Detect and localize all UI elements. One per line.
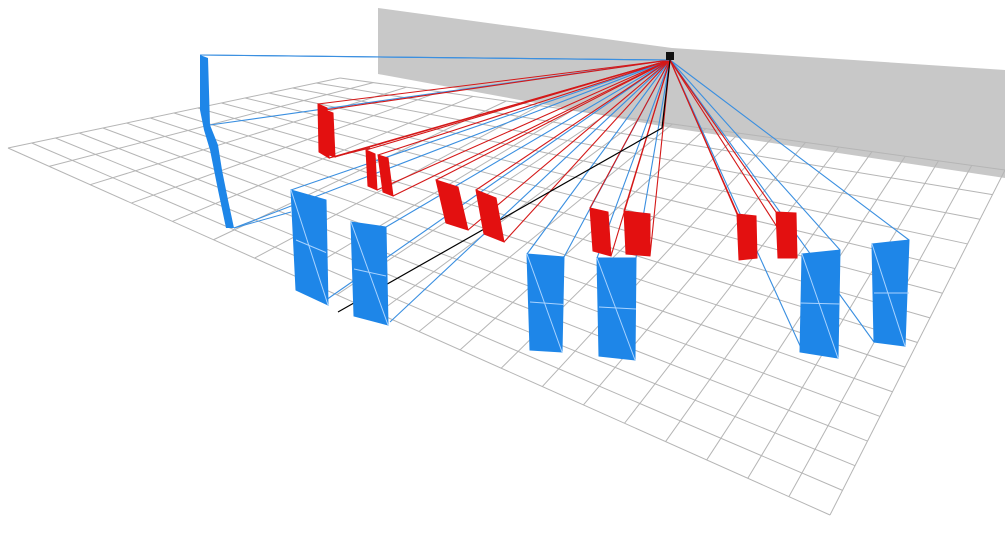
red-panel — [377, 154, 394, 197]
black-square-icon — [666, 52, 674, 60]
grid-line — [665, 151, 873, 442]
blue-ray — [290, 59, 671, 191]
red-ray — [503, 59, 671, 243]
red-ray — [376, 59, 671, 191]
red-panel — [589, 207, 612, 257]
blue-ray — [669, 59, 910, 241]
panel-hatch — [598, 306, 637, 310]
red-panel — [623, 210, 651, 257]
panel-hatch — [529, 301, 565, 305]
grid-line — [747, 160, 939, 479]
grid-line — [131, 91, 440, 204]
blue-panel — [200, 55, 234, 228]
blue-ray — [389, 59, 671, 323]
red-ray — [324, 59, 671, 111]
red-panel — [435, 179, 469, 231]
blue-connector — [233, 211, 292, 229]
panel-hatch — [596, 257, 636, 361]
grid-line — [583, 142, 806, 406]
red-ray — [317, 59, 671, 105]
blue-ray — [526, 59, 671, 255]
red-ray — [623, 59, 671, 212]
axis-line — [337, 59, 671, 313]
red-ray — [475, 59, 671, 191]
red-ray — [669, 59, 798, 259]
red-connector — [328, 147, 371, 159]
red-ray — [365, 59, 671, 151]
red-panel — [736, 213, 758, 261]
grid-line — [624, 146, 840, 424]
panel-hatch — [350, 221, 389, 326]
blue-ray — [669, 59, 841, 251]
red-panel — [324, 109, 336, 158]
grid-line — [829, 169, 1005, 516]
blue-ray — [669, 59, 875, 343]
source-point — [666, 52, 674, 60]
panel-hatch — [295, 239, 327, 253]
grid-line — [90, 86, 407, 186]
panel-hatch — [871, 243, 906, 347]
red-ray — [589, 59, 671, 209]
blue-ray — [669, 59, 803, 351]
floor-grid — [7, 77, 1005, 516]
red-ray — [435, 59, 671, 181]
grid-line — [295, 109, 574, 277]
red-ray — [377, 59, 671, 156]
panel-hatch — [353, 268, 387, 277]
grid-line — [459, 128, 707, 351]
grid-line — [377, 118, 640, 314]
red-ray — [392, 59, 671, 197]
blue-frame-line — [199, 54, 671, 61]
grid-line — [7, 77, 341, 149]
red-ray — [669, 59, 777, 213]
panel-hatch — [290, 189, 329, 306]
panel-hatch — [799, 302, 841, 305]
red-panel — [775, 211, 798, 259]
blue-ray — [385, 59, 671, 228]
grid-line — [541, 137, 773, 387]
panels — [200, 55, 910, 361]
red-panel — [475, 189, 505, 243]
red-panel — [365, 149, 378, 191]
red-ray — [467, 59, 671, 231]
panel-hatch — [801, 253, 839, 359]
